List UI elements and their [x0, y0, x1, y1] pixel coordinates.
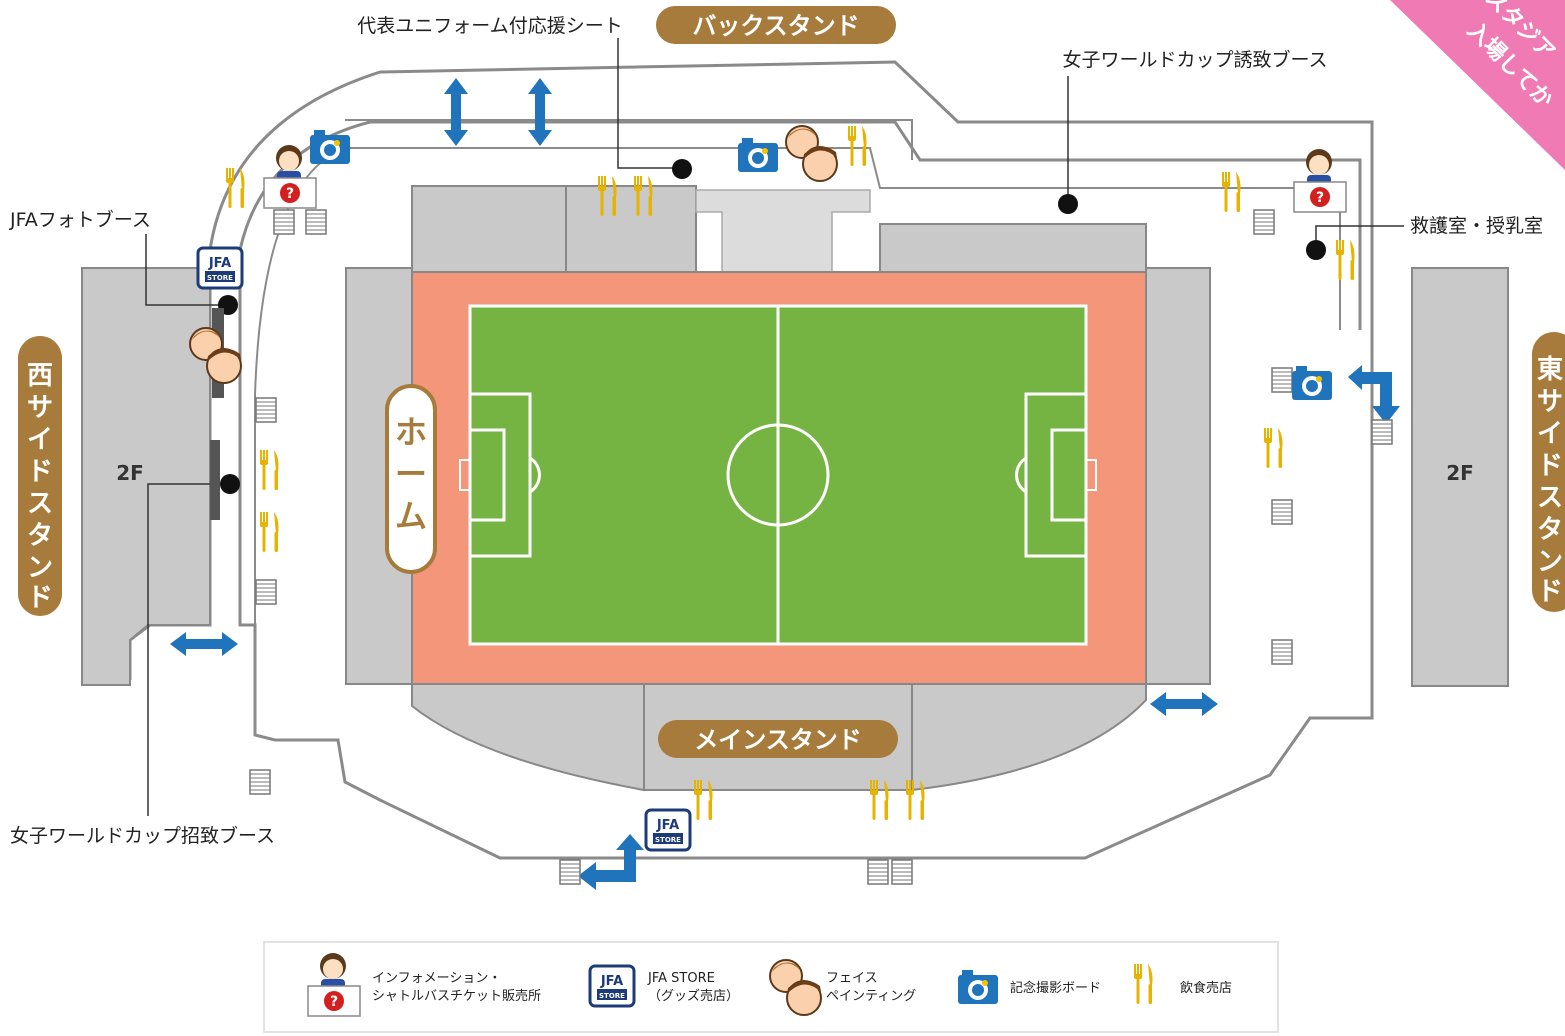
stairs-icon [1371, 419, 1393, 445]
camera-icon [310, 130, 350, 164]
fork-knife-icon [260, 450, 279, 490]
home-char-2: ー [395, 455, 427, 493]
stairs-icon [249, 769, 271, 795]
west-char-6: タ [27, 521, 53, 551]
legend-face-line1: フェイス [826, 971, 878, 986]
east-char-6: タ [1537, 515, 1563, 545]
legend-photo: 記念撮影ボード [1010, 980, 1101, 996]
double-arrow-icon [444, 78, 468, 146]
back-stand-blocks [411, 185, 1147, 273]
location-dot [672, 159, 692, 179]
stairs-icon [273, 209, 295, 235]
stairs-icon [867, 859, 889, 885]
stairs-icon [255, 397, 277, 423]
fork-knife-icon [1264, 428, 1283, 468]
east-char-1: 東 [1537, 355, 1563, 385]
double-arrow-icon [1150, 692, 1218, 716]
corner-banner: スタジア 入場してか [1390, 0, 1565, 170]
fork-knife-icon [848, 126, 867, 166]
callout-womens-wc-bottom: 女子ワールドカップ招致ブース [10, 824, 275, 847]
location-dot [220, 474, 240, 494]
west-char-3: イ [27, 425, 53, 455]
soccer-pitch [459, 304, 1097, 646]
info-person-icon [1293, 148, 1347, 213]
double-arrow-icon [528, 78, 552, 146]
stairs-icon [1271, 499, 1293, 525]
west-char-2: サ [27, 393, 53, 423]
west-char-8: ド [27, 583, 53, 613]
stairs-icon [305, 209, 327, 235]
east-char-5: ス [1537, 483, 1563, 513]
east-char-8: ド [1537, 577, 1563, 607]
legend-store-line1: JFA STORE [647, 971, 715, 986]
home-char-3: ム [395, 497, 427, 535]
stairs-icon [1271, 367, 1293, 393]
west-char-4: ド [27, 457, 53, 487]
main-stand-badge: メインスタンド [658, 720, 898, 758]
back-upper-walkway [345, 119, 913, 160]
east-2f-block [1411, 267, 1509, 687]
double-arrow-icon [170, 632, 238, 656]
leader-jfa-photo [145, 234, 226, 306]
west-2f-label: 2F [116, 461, 144, 485]
location-dot [1058, 194, 1078, 214]
west-2f-block [81, 267, 211, 686]
legend-info-line2: シャトルバスチケット販売所 [372, 988, 541, 1004]
west-char-7: ン [27, 553, 53, 583]
legend-food: 飲食売店 [1180, 980, 1232, 996]
camera-icon [1292, 366, 1332, 400]
legend-store-line2: （グッズ売店） [648, 988, 739, 1004]
fork-knife-icon [1336, 240, 1355, 280]
entry-arrow-icon [1348, 365, 1400, 424]
stairs-icon [559, 859, 581, 885]
callout-jfa-photo: JFAフォトブース [9, 208, 151, 231]
legend-store-icon [588, 964, 636, 1008]
west-stand-badge: 西 サ イ ド ス タ ン ド [18, 336, 62, 616]
legend: インフォメーション・ シャトルバスチケット販売所 JFA STORE （グッズ売… [263, 941, 1279, 1033]
callout-first-aid: 救護室・授乳室 [1410, 215, 1543, 237]
home-char-1: ホ [395, 413, 427, 451]
back-stand-label: バックスタンド [692, 12, 859, 40]
leader-womens-wc-bottom [147, 483, 228, 816]
jfa-store-icon [644, 808, 692, 852]
callout-womens-wc-top: 女子ワールドカップ誘致ブース [1062, 48, 1327, 71]
east-2f-label: 2F [1446, 461, 1474, 485]
east-char-2: サ [1537, 387, 1563, 417]
callout-uniform-seat: 代表ユニフォーム付応援シート [357, 15, 622, 37]
stairs-icon [891, 859, 913, 885]
west-char-5: ス [27, 489, 53, 519]
location-dot [1306, 240, 1326, 260]
back-stand-badge: バックスタンド [656, 6, 896, 44]
fork-knife-icon [1222, 172, 1241, 212]
leader-uniform-seat [617, 38, 680, 169]
home-badge: ホ ー ム [385, 384, 437, 574]
entry-arrow-icon [578, 834, 644, 890]
legend-face-line2: ペインティング [826, 989, 916, 1004]
fork-knife-icon [260, 512, 279, 552]
stairs-icon [255, 579, 277, 605]
east-stand-block [1145, 267, 1211, 685]
east-stand-badge: 東 サ イ ド ス タ ン ド [1532, 332, 1565, 612]
west-char-1: 西 [27, 361, 53, 391]
stairs-icon [1253, 209, 1275, 235]
jfa-store-icon [196, 246, 244, 290]
face-painting-icon [785, 125, 838, 182]
east-char-4: ド [1537, 451, 1563, 481]
east-char-7: ン [1537, 547, 1563, 577]
stairs-icon [1271, 639, 1293, 665]
east-char-3: イ [1537, 419, 1563, 449]
booth-bar [210, 440, 220, 520]
legend-camera-icon [958, 970, 998, 1004]
camera-icon [738, 138, 778, 172]
main-stand-label: メインスタンド [694, 726, 862, 754]
legend-info-line1: インフォメーション・ [372, 971, 501, 986]
